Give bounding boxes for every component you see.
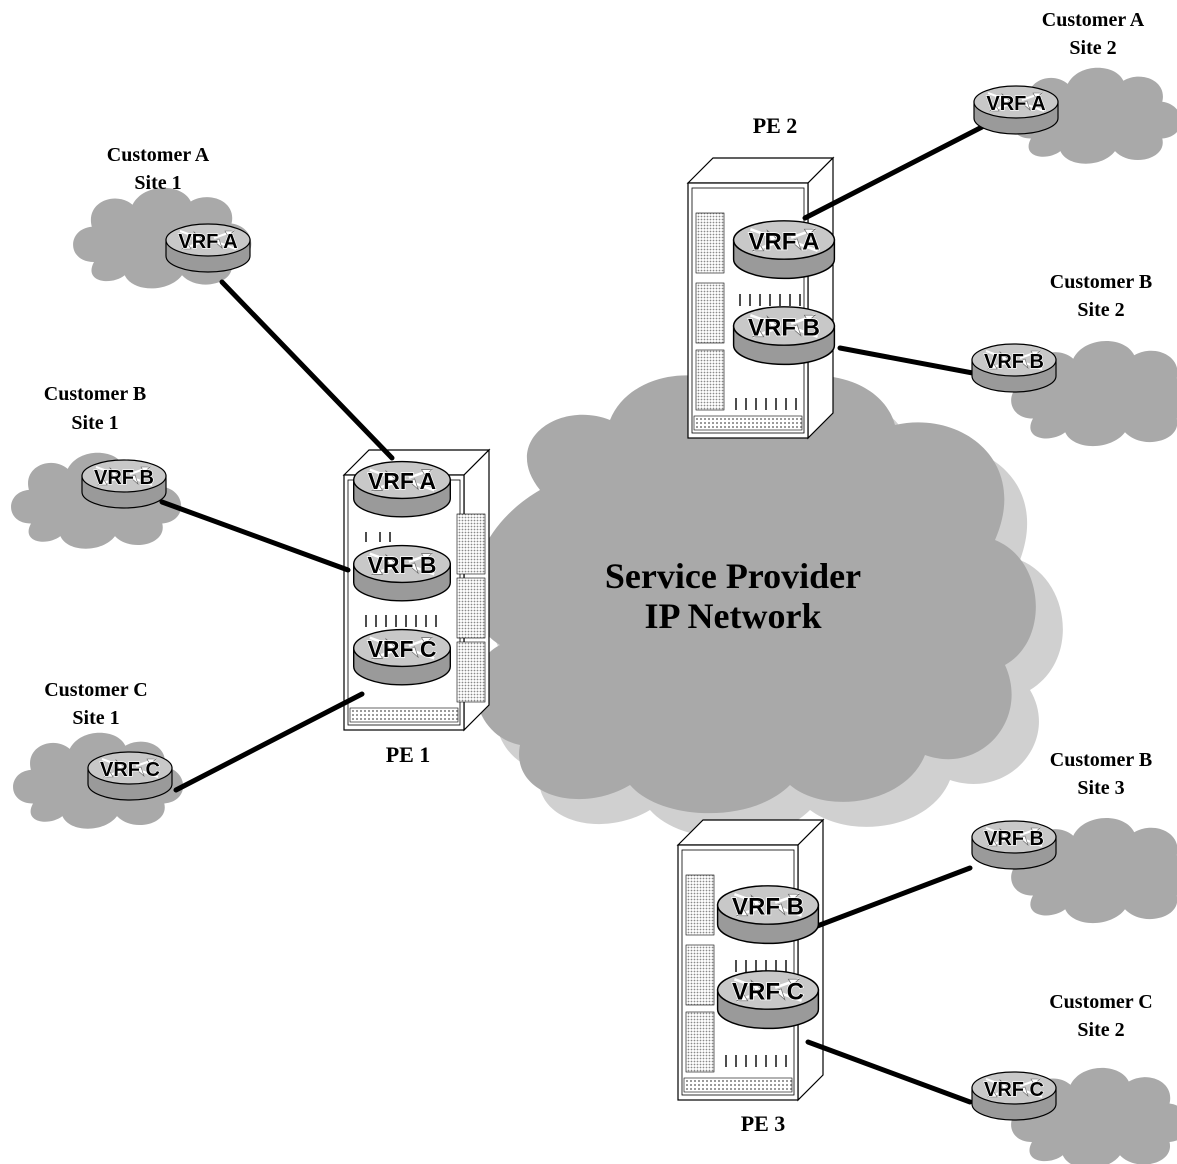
- pe3-label: PE 3: [741, 1111, 786, 1136]
- vrf-label: VRF B: [732, 894, 804, 921]
- service-provider-cloud: [472, 375, 1063, 839]
- label-customer-c-site1: Customer C Site 1: [44, 679, 148, 729]
- link-b-site3-pe3: [809, 865, 973, 931]
- label-customer-a-site2: Customer A Site 2: [1042, 9, 1145, 59]
- vrf-label: VRF C: [732, 979, 804, 1006]
- site-name: Site 2: [1069, 37, 1116, 59]
- pe2-chassis: [687, 157, 834, 439]
- router-customer-b-site3: VRF B: [970, 819, 1058, 871]
- vrf-label: VRF A: [178, 231, 237, 253]
- router-customer-a-site2: VRF A: [972, 84, 1060, 136]
- link-b-site2-pe2: [837, 345, 981, 377]
- customer-name: Customer A: [1042, 9, 1145, 31]
- label-customer-a-site1: Customer A Site 1: [107, 144, 210, 194]
- router-pe3-vrf-b: VRF B: [716, 884, 820, 945]
- vrf-label: VRF A: [986, 93, 1045, 115]
- pe1-chassis: [343, 449, 490, 731]
- label-customer-c-site2: Customer C Site 2: [1049, 991, 1153, 1041]
- vrf-label: VRF C: [100, 759, 160, 781]
- vrf-links: [159, 124, 985, 1105]
- network-title-line2: IP Network: [645, 596, 822, 636]
- router-customer-b-site1: VRF B: [80, 458, 168, 510]
- router-customer-c-site2: VRF C: [970, 1070, 1058, 1122]
- router-pe2-vrf-b: VRF B: [732, 305, 836, 366]
- vrf-label: VRF B: [368, 552, 437, 578]
- router-pe3-vrf-c: VRF C: [716, 969, 820, 1030]
- router-pe2-vrf-a: VRF A: [732, 219, 836, 280]
- pe3-chassis: [677, 819, 824, 1101]
- site-name: Site 2: [1077, 299, 1124, 321]
- vrf-label: VRF C: [984, 1079, 1044, 1101]
- vrf-label: VRF A: [368, 468, 436, 494]
- router-customer-a-site1: VRF A: [164, 222, 252, 274]
- vrf-label: VRF A: [748, 229, 819, 256]
- site-name: Site 2: [1077, 1019, 1124, 1041]
- customer-name: Customer C: [1049, 991, 1153, 1013]
- site-name: Site 3: [1077, 777, 1124, 799]
- label-customer-b-site3: Customer B Site 3: [1050, 749, 1152, 799]
- label-customer-b-site2: Customer B Site 2: [1050, 271, 1152, 321]
- customer-name: Customer C: [44, 679, 148, 701]
- pe2-label: PE 2: [753, 113, 798, 138]
- vrf-label: VRF B: [984, 828, 1044, 850]
- link-c-site1-pe1: [173, 691, 365, 793]
- router-pe1-vrf-c: VRF C: [352, 628, 452, 687]
- vrf-label: VRF B: [748, 315, 820, 342]
- link-a-site2-pe2: [802, 124, 985, 221]
- vrf-label: VRF B: [94, 467, 154, 489]
- network-title-line1: Service Provider: [605, 556, 861, 596]
- vrf-label: VRF B: [984, 351, 1044, 373]
- router-customer-c-site1: VRF C: [86, 750, 174, 802]
- vrf-label: VRF C: [368, 636, 437, 662]
- link-c-site2-pe3: [805, 1039, 973, 1105]
- pe1-label: PE 1: [386, 742, 431, 767]
- cloud-body: [472, 375, 1036, 814]
- router-pe1-vrf-a: VRF A: [352, 460, 452, 519]
- site-name: Site 1: [72, 707, 119, 729]
- label-customer-b-site1: Customer B Site 1: [44, 383, 146, 434]
- customer-name: Customer B: [1050, 271, 1152, 293]
- router-customer-b-site2: VRF B: [970, 342, 1058, 394]
- router-pe1-vrf-b: VRF B: [352, 544, 452, 603]
- customer-name: Customer B: [1050, 749, 1152, 771]
- customer-name: Customer B: [44, 383, 146, 405]
- site-name: Site 1: [71, 412, 118, 434]
- link-b-site1-pe1: [159, 499, 351, 573]
- customer-name: Customer A: [107, 144, 210, 166]
- link-a-site1-pe1: [219, 279, 395, 461]
- site-name: Site 1: [134, 172, 181, 194]
